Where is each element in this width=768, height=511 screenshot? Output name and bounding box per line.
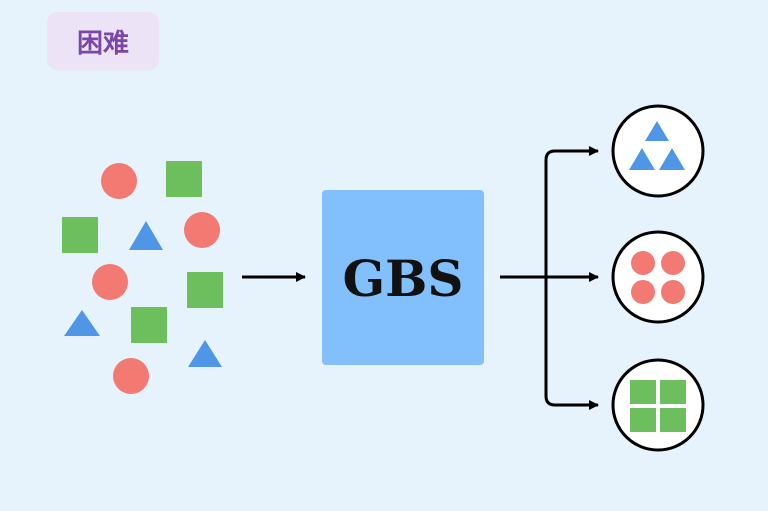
group-triangle (629, 148, 655, 170)
group-circle (631, 280, 655, 304)
input-circle (101, 163, 137, 199)
group-triangle (659, 148, 685, 170)
gbs-label: GBS (342, 249, 463, 308)
input-circle (113, 358, 149, 394)
output-triangle-group (611, 104, 705, 198)
group-triangle (645, 121, 669, 141)
input-square (62, 217, 98, 253)
group-square (660, 380, 686, 404)
input-square (187, 272, 223, 308)
input-circle (184, 212, 220, 248)
gbs-box: GBS (322, 190, 484, 365)
group-circle (661, 280, 685, 304)
group-square (630, 380, 656, 404)
input-triangle (188, 340, 222, 367)
input-circle (92, 264, 128, 300)
input-shapes (62, 161, 223, 394)
output-arrow-bottom (544, 277, 599, 410)
group-square (630, 408, 656, 432)
group-circle (661, 251, 685, 275)
output-arrow-top (544, 146, 599, 277)
group-circle (631, 251, 655, 275)
group-square (660, 408, 686, 432)
input-square (131, 307, 167, 343)
output-circle-group (611, 230, 705, 324)
output-arrows (500, 146, 599, 410)
input-square (166, 161, 202, 197)
input-triangle (129, 221, 163, 250)
difficulty-badge: 困难 (47, 12, 159, 70)
output-square-group (611, 358, 705, 452)
input-triangle (64, 310, 100, 336)
